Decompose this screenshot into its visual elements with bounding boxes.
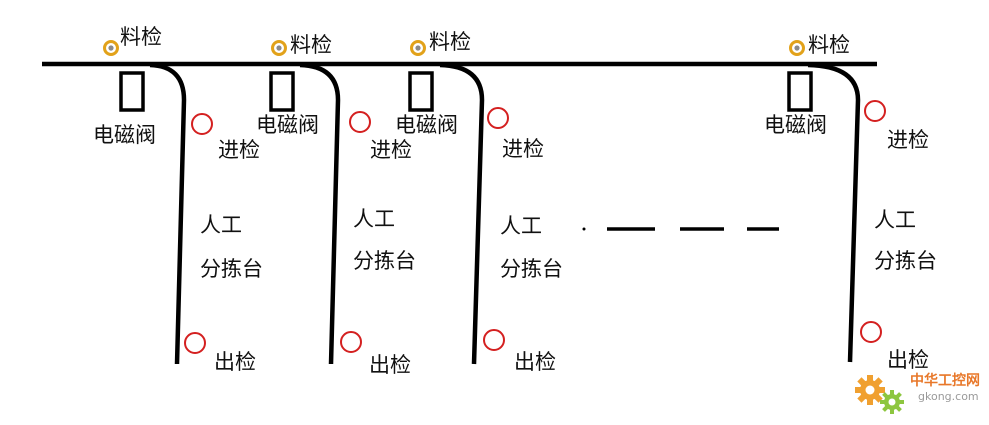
watermark-text: 中华工控网	[910, 373, 980, 389]
inlet-sensor-icon	[487, 107, 509, 129]
inlet-detector-label: 进检	[502, 137, 544, 161]
ellipsis-dot	[582, 227, 586, 231]
solenoid-valve-icon	[119, 71, 145, 112]
branch-line	[299, 62, 341, 365]
feed-detector-label: 料检	[808, 33, 850, 57]
solenoid-valve-label: 电磁阀	[395, 113, 458, 137]
feed-detector-label: 料检	[290, 33, 332, 57]
gear-icon	[855, 375, 904, 414]
ellipsis-dashes	[582, 227, 779, 231]
feed-detector-label: 料检	[120, 25, 162, 49]
feed-sensor-core	[794, 45, 800, 51]
outlet-sensor-icon	[184, 332, 206, 354]
solenoid-valve-icon	[787, 71, 813, 112]
solenoid-valve-label: 电磁阀	[764, 113, 827, 137]
workstation-label-line2: 分拣台	[353, 249, 416, 273]
outlet-detector-label: 出检	[214, 350, 256, 374]
workstation-label-line1: 人工	[353, 207, 395, 231]
inlet-sensor-icon	[191, 113, 213, 135]
outlet-sensor-icon	[860, 321, 882, 343]
solenoid-valve-label: 电磁阀	[93, 123, 156, 147]
outlet-detector-label: 出检	[369, 353, 411, 377]
inlet-detector-label: 进检	[370, 138, 412, 162]
feed-sensor-icon	[271, 40, 287, 56]
station-1	[103, 40, 213, 365]
outlet-sensor-icon	[340, 331, 362, 353]
workstation-label-line1: 人工	[874, 208, 916, 232]
workstation-label-line2: 分拣台	[874, 249, 937, 273]
feed-sensor-core	[108, 45, 114, 51]
watermark-logo: 中华工控网 gkong.com	[852, 368, 984, 420]
inlet-detector-label: 进检	[887, 128, 929, 152]
outlet-detector-label: 出检	[514, 350, 556, 374]
feed-sensor-icon	[103, 40, 119, 56]
inlet-sensor-icon	[349, 111, 371, 133]
inlet-detector-label: 进检	[218, 138, 260, 162]
watermark-url: gkong.com	[918, 390, 979, 403]
feed-sensor-icon	[789, 40, 805, 56]
feed-sensor-core	[415, 45, 421, 51]
outlet-sensor-icon	[483, 329, 505, 351]
solenoid-valve-label: 电磁阀	[256, 113, 319, 137]
workstation-label-line2: 分拣台	[500, 257, 563, 281]
station-2	[269, 40, 371, 365]
branch-line	[807, 62, 861, 363]
feed-detector-label: 料检	[429, 30, 471, 54]
branch-line	[439, 62, 485, 365]
feed-sensor-icon	[410, 40, 426, 56]
feed-sensor-core	[276, 45, 282, 51]
station-n	[787, 40, 886, 363]
station-3	[408, 40, 509, 365]
workstation-label-line1: 人工	[500, 214, 542, 238]
branch-line	[149, 62, 187, 365]
inlet-sensor-icon	[864, 100, 886, 122]
outlet-detector-label: 出检	[887, 348, 929, 372]
workstation-label-line2: 分拣台	[200, 257, 263, 281]
workstation-label-line1: 人工	[200, 213, 242, 237]
solenoid-valve-icon	[408, 71, 434, 112]
solenoid-valve-icon	[269, 71, 295, 112]
